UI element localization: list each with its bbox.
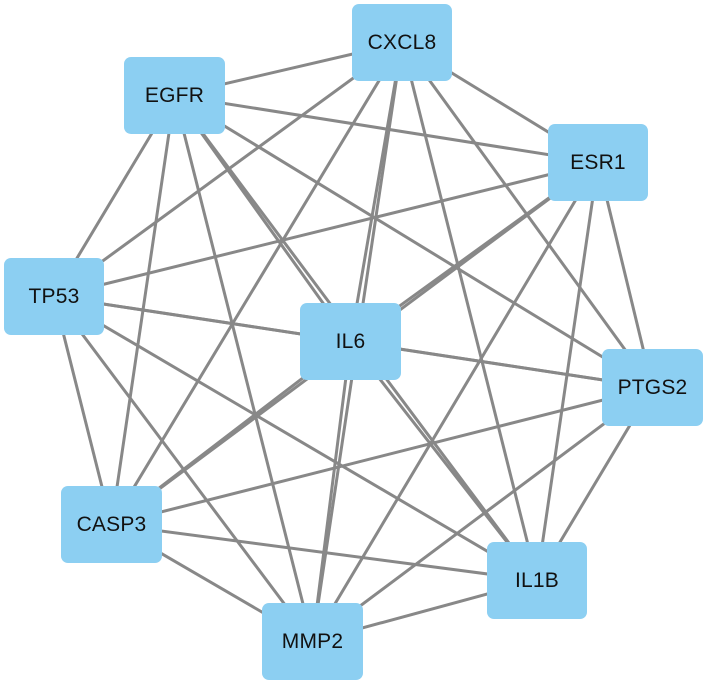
- node-casp3[interactable]: CASP3: [61, 486, 162, 563]
- edge-cxcl8-il1b: [400, 41, 539, 582]
- node-label: EGFR: [144, 83, 205, 107]
- node-label: PTGS2: [617, 375, 688, 399]
- edge-ptgs2-mmp2: [311, 386, 654, 643]
- edge-il6-il1b: [349, 340, 539, 582]
- node-il1b[interactable]: IL1B: [487, 542, 587, 619]
- node-label: CXCL8: [367, 30, 437, 54]
- node-label: CASP3: [76, 512, 147, 536]
- edge-esr1-tp53: [52, 161, 600, 298]
- edge-egfr-mmp2: [173, 94, 314, 643]
- node-ptgs2[interactable]: PTGS2: [602, 349, 703, 426]
- node-label: ESR1: [570, 150, 626, 174]
- edge-esr1-mmp2: [311, 161, 600, 643]
- node-label: IL1B: [515, 568, 559, 592]
- node-tp53[interactable]: TP53: [4, 258, 104, 335]
- edge-ptgs2-casp3: [110, 386, 654, 526]
- node-label: MMP2: [281, 629, 344, 653]
- edge-il6-mmp2: [311, 340, 352, 643]
- node-esr1[interactable]: ESR1: [548, 124, 648, 201]
- edge-esr1-il1b: [535, 161, 600, 582]
- node-il6[interactable]: IL6: [300, 303, 401, 380]
- node-label: TP53: [28, 284, 80, 308]
- edge-casp3-il1b: [110, 523, 539, 582]
- node-mmp2[interactable]: MMP2: [262, 603, 363, 680]
- node-cxcl8[interactable]: CXCL8: [352, 4, 452, 81]
- node-egfr[interactable]: EGFR: [124, 57, 225, 134]
- node-label: IL6: [335, 329, 366, 353]
- edge-egfr-esr1: [173, 94, 600, 164]
